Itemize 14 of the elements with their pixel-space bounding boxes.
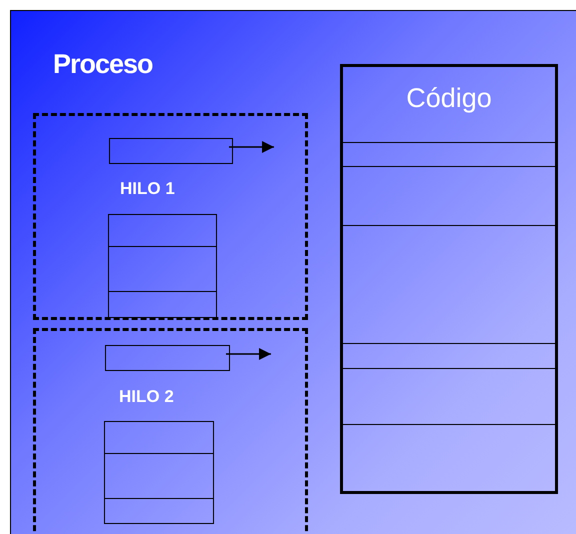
thread-label: HILO 1 (120, 179, 175, 199)
process-title: Proceso (53, 49, 153, 80)
code-box (340, 64, 558, 494)
program-counter-bar (105, 345, 230, 371)
arrow (229, 141, 274, 153)
stack-box (108, 214, 217, 318)
arrow (226, 348, 271, 360)
thread-box (33, 328, 308, 534)
thread-box (33, 113, 308, 320)
stack-box (104, 421, 214, 524)
process-area (10, 10, 576, 534)
thread-label: HILO 2 (119, 387, 174, 407)
code-title: Código (405, 83, 493, 114)
program-counter-bar (109, 138, 233, 164)
